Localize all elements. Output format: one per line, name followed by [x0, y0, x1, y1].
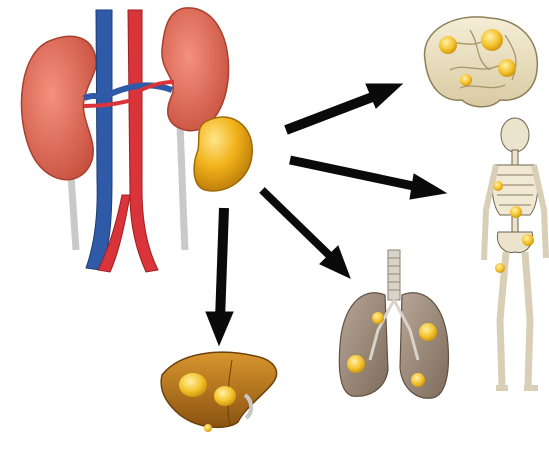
right-leg [525, 252, 530, 385]
arrow-to-brain [286, 96, 375, 130]
arrow-to-skeleton [290, 160, 418, 187]
liver-metastasis-icon [214, 386, 236, 406]
brain-metastasis-icon [481, 29, 503, 51]
right-arm [534, 165, 546, 258]
skull-icon [501, 118, 529, 152]
brain-metastasis-icon [460, 74, 472, 86]
aorta-icon [128, 10, 158, 272]
lungs-group [339, 250, 448, 398]
brain-icon [425, 17, 538, 107]
lung-metastasis-icon [411, 373, 425, 387]
right-kidney-icon [162, 8, 229, 131]
bone-metastasis-icon [510, 206, 522, 218]
brain-group [425, 17, 538, 107]
left-lung-icon [339, 293, 388, 397]
bone-metastasis-icon [493, 181, 503, 191]
brain-metastasis-icon [498, 59, 516, 77]
renal-vein-left [84, 96, 104, 100]
bone-metastasis-icon [522, 234, 534, 246]
liver-metastasis-icon [204, 424, 212, 432]
liver-group [161, 352, 276, 432]
arrowhead-brain-icon [366, 84, 402, 108]
brain-metastasis-icon [439, 36, 457, 54]
adrenal-tumor-icon [194, 117, 252, 191]
arrow-to-liver [220, 208, 224, 320]
kidneys-vessels-group [21, 8, 252, 272]
arrow-to-lungs [262, 190, 330, 256]
left-kidney-icon [21, 36, 96, 179]
arrowhead-skeleton-icon [410, 174, 446, 199]
lung-metastasis-icon [419, 323, 437, 341]
liver-metastasis-icon [179, 373, 207, 397]
arrowhead-liver-icon [206, 312, 233, 345]
lung-metastasis-icon [347, 355, 365, 373]
right-ureter [180, 125, 185, 250]
lung-metastasis-icon [372, 312, 384, 324]
skeleton-group [484, 118, 546, 388]
left-arm [484, 165, 496, 260]
bone-metastasis-icon [495, 263, 505, 273]
